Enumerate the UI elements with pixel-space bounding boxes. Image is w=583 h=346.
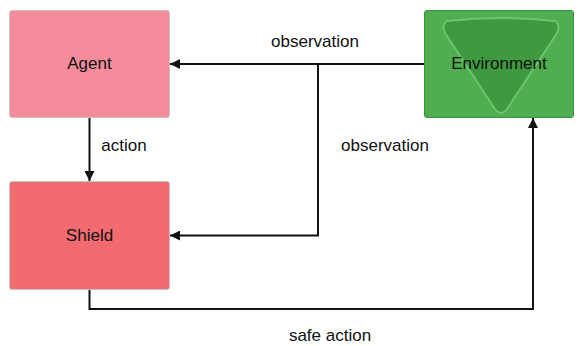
edge-label: action <box>98 136 149 156</box>
connector-arrow <box>89 118 91 181</box>
shield-box: Shield <box>9 181 170 290</box>
logo-shield-shape <box>443 18 558 113</box>
edge-label: observation <box>338 136 432 156</box>
agent-box: Agent <box>9 10 170 118</box>
node-label: Shield <box>62 222 117 250</box>
edge-label: safe action <box>286 326 374 346</box>
node-label: Environment <box>447 50 550 78</box>
environment-box: Environment <box>424 10 574 118</box>
node-label: Agent <box>63 50 115 78</box>
edge-label: observation <box>268 32 362 52</box>
